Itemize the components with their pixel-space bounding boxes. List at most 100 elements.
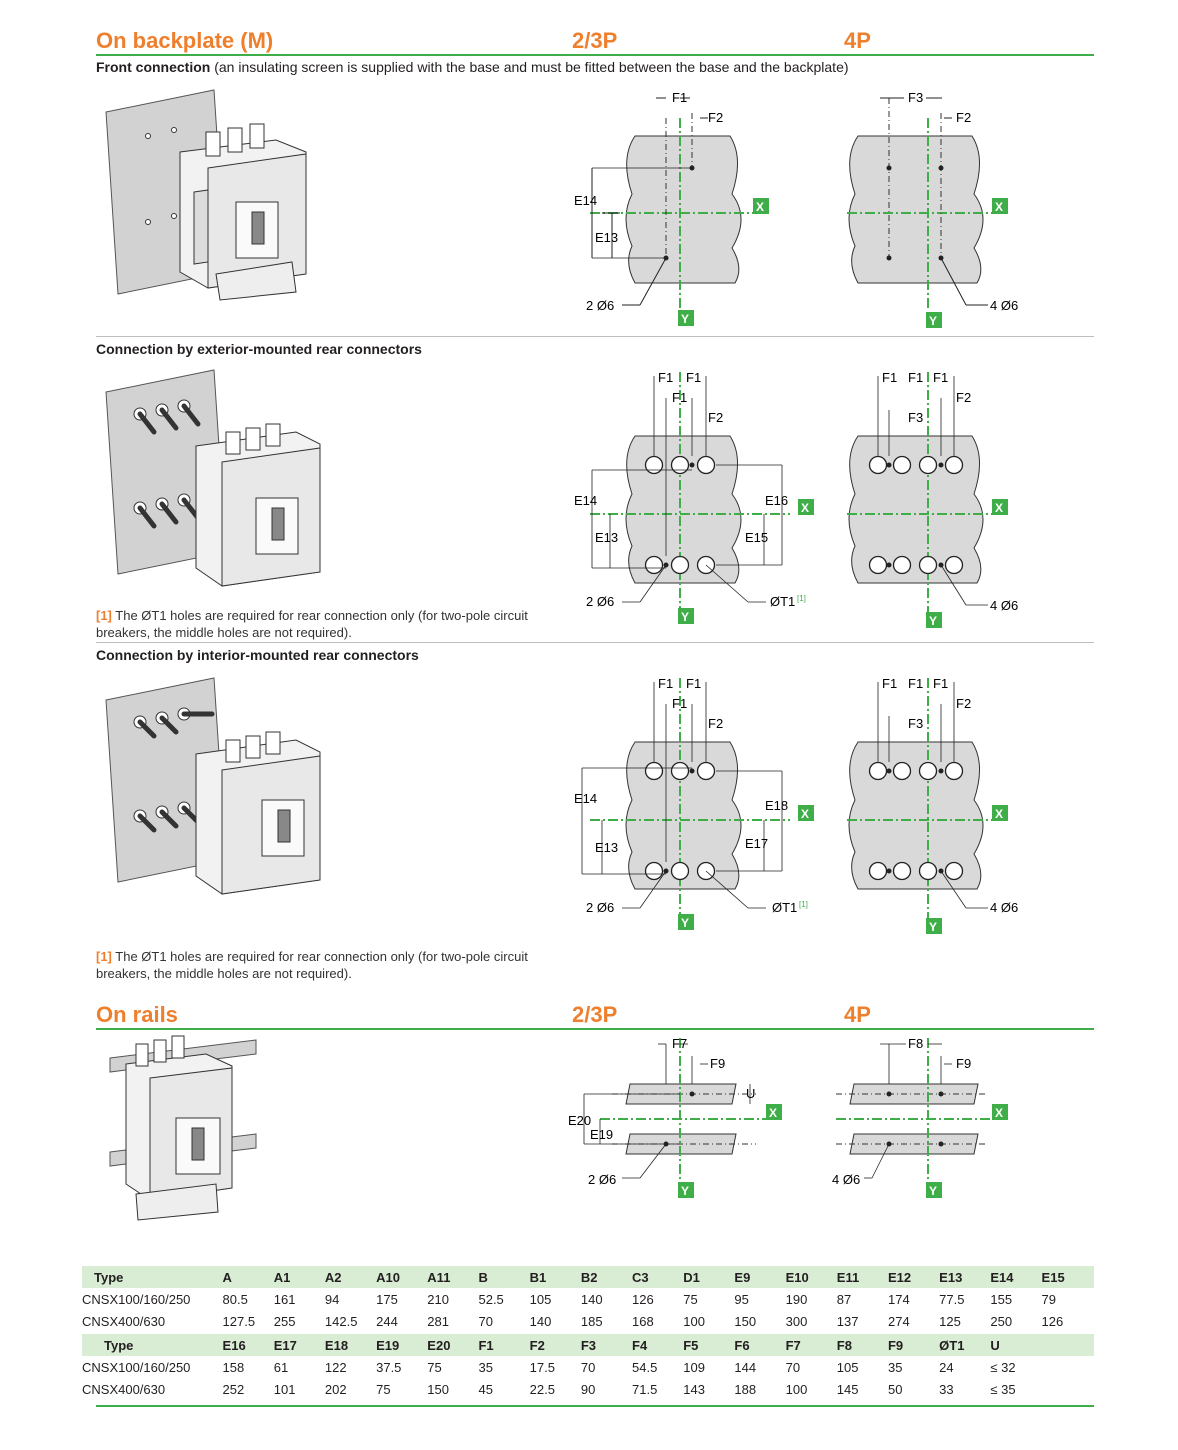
front-connection-desc: (an insulating screen is supplied with t… [210, 59, 849, 75]
table-cell: 144 [734, 1359, 757, 1375]
front-23p-diagram: F1 F2 E14 E13 2 Ø6 X Y [574, 90, 769, 326]
table-header-cell: D1 [683, 1266, 735, 1288]
table-header-cell: E14 [990, 1266, 1042, 1288]
table-cell: CNSX400/630 [82, 1313, 166, 1329]
column-header-4p: 4P [844, 28, 871, 53]
table-cell: 143 [683, 1381, 705, 1397]
table-cell: 37.5 [376, 1359, 402, 1375]
table-cell: 210 [427, 1291, 449, 1307]
axis-x-label: X [995, 501, 1003, 515]
table-cell: 87 [836, 1291, 852, 1307]
table-header-cell: ØT1 [939, 1334, 991, 1356]
hole-label: 4 Ø6 [990, 900, 1018, 915]
table-header-cell: F7 [785, 1334, 837, 1356]
table-header-cell: E17 [273, 1334, 325, 1356]
table-cell: 33 [939, 1381, 954, 1397]
table-header-cell: F1 [478, 1334, 530, 1356]
dim-F1: F1 [933, 370, 948, 385]
table-cell: 75 [683, 1291, 698, 1307]
table-cell: 95 [734, 1291, 749, 1307]
axis-y-label: Y [929, 920, 937, 934]
table-cell: 105 [836, 1359, 859, 1375]
dim-E18: E18 [765, 798, 788, 813]
table-header-cell: Type [82, 1334, 223, 1356]
t1-label: ØT1 [770, 594, 795, 609]
exterior-connector-illustration [105, 369, 321, 587]
axis-x-label: X [769, 1106, 777, 1120]
table-header-cell: F2 [529, 1334, 581, 1356]
front-connection-illustration [105, 89, 307, 301]
footnote-text: The ØT1 holes are required for rear conn… [96, 608, 528, 640]
table-cell: 75 [376, 1381, 391, 1397]
rails-illustration [109, 1035, 257, 1221]
table-row: CNSX400/630 252 101 202 75 150 45 22.5 9… [82, 1378, 1094, 1400]
table-header-cell: F9 [887, 1334, 940, 1356]
table-header-cell: F5 [683, 1334, 735, 1356]
table-row: CNSX400/630 127.5 255 142.5 244 281 70 1… [82, 1310, 1094, 1332]
column-header-23p: 2/3P [572, 1002, 618, 1027]
axis-y-label: Y [929, 314, 937, 328]
hole-label: 4 Ø6 [990, 598, 1018, 613]
dim-F3: F3 [908, 410, 923, 425]
table-cell: 71.5 [632, 1381, 658, 1397]
footnote-interior: [1] The ØT1 holes are required for rear … [96, 948, 536, 982]
table-header-cell: C3 [632, 1266, 684, 1288]
table-cell: ≤ 32 [990, 1359, 1016, 1375]
table-cell: 140 [529, 1313, 552, 1329]
table-header-cell: Type [82, 1266, 223, 1288]
table-header-cell: E9 [734, 1266, 786, 1288]
table-header-cell: E20 [427, 1334, 479, 1356]
table-header-cell: F8 [836, 1334, 888, 1356]
table-header-cell: F3 [580, 1334, 633, 1356]
interior-23p-diagram: F1 F1 F1 F2 E14 E13 E18 E17 2 Ø6 ØT1 [1]… [574, 676, 814, 930]
hole-label: 4 Ø6 [990, 298, 1018, 313]
table-cell: 125 [939, 1313, 961, 1329]
dim-F1: F1 [658, 676, 673, 691]
table-cell: 127.5 [222, 1313, 256, 1329]
table-header-cell: F4 [632, 1334, 684, 1356]
table-cell: 126 [632, 1291, 654, 1307]
dim-F2: F2 [708, 110, 723, 125]
front-connection-heading: Front connection (an insulating screen i… [96, 59, 849, 75]
axis-y-label: Y [681, 610, 689, 624]
dim-F1: F1 [882, 676, 897, 691]
section-rule [96, 1028, 1094, 1030]
table-header-cell: A2 [324, 1266, 377, 1288]
table-header-cell: A [222, 1266, 274, 1288]
axis-y-label: Y [681, 916, 689, 930]
table-header-cell: F6 [734, 1334, 786, 1356]
table-cell: 175 [376, 1291, 398, 1307]
table-header-cell: E10 [785, 1266, 837, 1288]
dim-F2: F2 [956, 110, 971, 125]
table-cell: 188 [734, 1381, 757, 1397]
axis-y-label: Y [681, 312, 689, 326]
table-cell: 161 [273, 1291, 296, 1307]
dim-E15: E15 [745, 530, 768, 545]
table-cell: 75 [427, 1359, 442, 1375]
interior-4p-diagram: F1 F1 F1 F3 F2 4 Ø6 X Y [847, 676, 1018, 934]
table-cell: 155 [990, 1291, 1013, 1307]
table-cell: CNSX100/160/250 [82, 1359, 191, 1375]
table-cell: 70 [785, 1359, 801, 1375]
table-cell: 140 [580, 1291, 603, 1307]
dim-F1: F1 [658, 370, 673, 385]
divider [96, 642, 1094, 643]
table-header-row: Type E16 E17 E18 E19 E20 F1 F2 F3 F4 F5 … [82, 1334, 1094, 1356]
table-cell: 255 [273, 1313, 296, 1329]
table-cell: 202 [324, 1381, 347, 1397]
dim-F9: F9 [710, 1056, 725, 1071]
table-cell: 90 [580, 1381, 596, 1397]
table-cell: 244 [376, 1313, 398, 1329]
table-cell: 174 [887, 1291, 910, 1307]
table-header-cell: E13 [939, 1266, 991, 1288]
table-header-row: Type A A1 A2 A10 A11 B B1 B2 C3 D1 E9 E1… [82, 1266, 1094, 1288]
dim-E14: E14 [574, 193, 597, 208]
dim-F1: F1 [672, 390, 687, 405]
table-header-cell: B1 [529, 1266, 581, 1288]
table-header-cell: E19 [376, 1334, 428, 1356]
table-cell: 52.5 [478, 1291, 504, 1307]
table-row: CNSX100/160/250 80.5 161 94 175 210 52.5… [82, 1288, 1094, 1310]
dim-F1: F1 [908, 676, 923, 691]
axis-y-label: Y [929, 1184, 937, 1198]
table-header-cell: B2 [580, 1266, 633, 1288]
